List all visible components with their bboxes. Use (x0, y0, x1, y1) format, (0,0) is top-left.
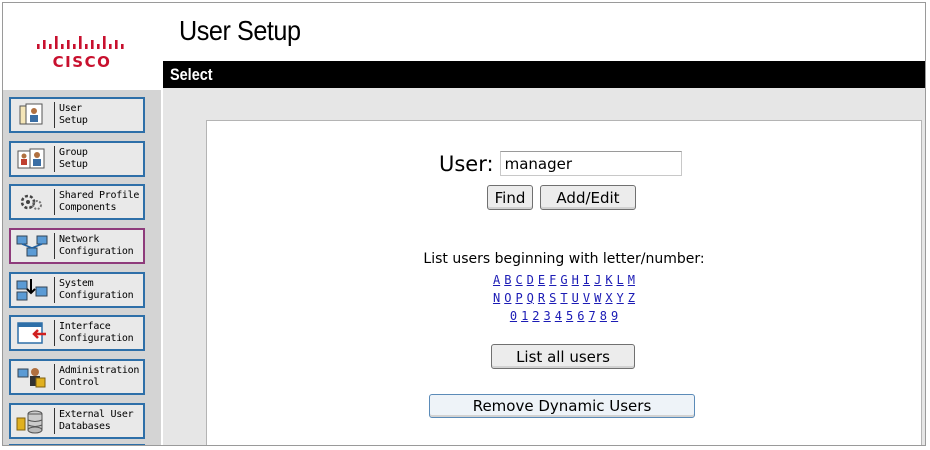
group-setup-icon (16, 145, 52, 173)
letter-link-3[interactable]: 3 (543, 309, 551, 323)
sidebar-item-partial (9, 444, 145, 445)
sidebar-item-label: External User Databases (59, 409, 134, 432)
letter-link-q[interactable]: Q (526, 291, 534, 305)
letter-link-n[interactable]: N (492, 291, 501, 305)
section-title: Select (170, 65, 213, 84)
letter-link-e[interactable]: E (537, 273, 546, 287)
letter-link-k[interactable]: K (605, 273, 613, 287)
sidebar-item-label: Group Setup (59, 147, 88, 170)
network-icon (16, 232, 52, 260)
letter-link-1[interactable]: 1 (521, 309, 529, 323)
letter-link-5[interactable]: 5 (566, 309, 574, 323)
user-setup-icon (16, 101, 52, 129)
user-input[interactable] (499, 151, 682, 176)
letter-link-h[interactable]: H (571, 273, 579, 287)
letter-link-c[interactable]: C (515, 273, 523, 287)
user-label: User: (439, 151, 494, 176)
letter-link-7[interactable]: 7 (588, 309, 596, 323)
letter-link-g[interactable]: G (560, 273, 568, 287)
letter-link-y[interactable]: Y (616, 291, 624, 305)
letter-link-x[interactable]: X (605, 291, 613, 305)
letter-link-l[interactable]: L (616, 273, 624, 287)
admin-icon (16, 363, 52, 391)
sidebar-item-administration-control[interactable]: Administration Control (9, 359, 145, 395)
letter-link-s[interactable]: S (549, 291, 557, 305)
letter-link-j[interactable]: J (594, 273, 602, 287)
page-title: User Setup (179, 15, 301, 46)
sidebar-item-label: User Setup (59, 103, 88, 126)
letter-link-m[interactable]: M (627, 273, 636, 287)
logo-area: CISCO (3, 3, 161, 90)
content-area: User: Find Add/Edit List users beginning… (163, 88, 925, 445)
add-edit-button[interactable]: Add/Edit (540, 185, 636, 210)
sidebar-nav: User Setup Group Setup Shared Profile Co… (3, 90, 161, 445)
letter-link-p[interactable]: P (515, 291, 523, 305)
sidebar-item-label: System Configuration (59, 278, 134, 301)
letter-link-2[interactable]: 2 (532, 309, 540, 323)
letter-link-9[interactable]: 9 (610, 309, 619, 323)
letter-link-b[interactable]: B (504, 273, 512, 287)
letter-link-u[interactable]: U (571, 291, 579, 305)
letter-link-8[interactable]: 8 (599, 309, 607, 323)
letter-link-w[interactable]: W (594, 291, 602, 305)
letter-link-f[interactable]: F (549, 273, 557, 287)
user-setup-panel: User: Find Add/Edit List users beginning… (206, 120, 922, 445)
sidebar-item-shared-profile-components[interactable]: Shared Profile Components (9, 184, 145, 220)
sidebar-item-user-setup[interactable]: User Setup (9, 97, 145, 133)
user-row: User: (439, 151, 682, 176)
letter-link-6[interactable]: 6 (577, 309, 585, 323)
cisco-logo-text: CISCO (52, 53, 112, 71)
letter-link-i[interactable]: I (582, 273, 591, 287)
find-button[interactable]: Find (487, 185, 533, 210)
sidebar-item-system-configuration[interactable]: System Configuration (9, 272, 145, 308)
list-all-users-button[interactable]: List all users (491, 344, 635, 369)
shared-profile-icon (16, 188, 52, 216)
sidebar-item-label: Administration Control (59, 365, 140, 388)
letter-link-d[interactable]: D (526, 273, 534, 287)
letter-link-0[interactable]: 0 (509, 309, 518, 323)
letter-link-r[interactable]: R (537, 291, 546, 305)
system-icon (16, 276, 52, 304)
letter-link-a[interactable]: A (492, 273, 501, 287)
sidebar-item-network-configuration[interactable]: Network Configuration (9, 228, 145, 264)
sidebar-item-label: Interface Configuration (59, 321, 134, 344)
sidebar-item-external-user-databases[interactable]: External User Databases (9, 403, 145, 439)
section-bar: Select (163, 61, 925, 88)
cisco-logo-icon (37, 36, 124, 49)
sidebar-item-group-setup[interactable]: Group Setup (9, 141, 145, 177)
sidebar-item-label: Shared Profile Components (59, 190, 140, 213)
list-users-caption: List users beginning with letter/number: (423, 251, 705, 267)
sidebar-item-label: Network Configuration (59, 234, 134, 257)
remove-dynamic-users-button[interactable]: Remove Dynamic Users (429, 394, 695, 418)
letter-link-z[interactable]: Z (627, 291, 636, 305)
letter-link-v[interactable]: V (582, 291, 591, 305)
database-icon (16, 407, 52, 435)
interface-icon (16, 319, 52, 347)
letter-link-4[interactable]: 4 (554, 309, 562, 323)
letter-link-t[interactable]: T (560, 291, 568, 305)
letter-link-o[interactable]: O (504, 291, 512, 305)
sidebar-item-interface-configuration[interactable]: Interface Configuration (9, 315, 145, 351)
